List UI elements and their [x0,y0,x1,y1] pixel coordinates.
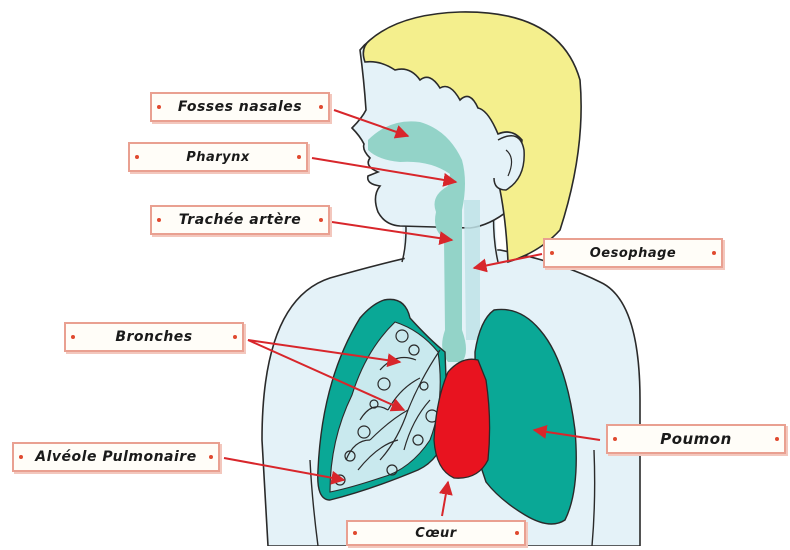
label-poumon: Poumon [606,424,786,454]
label-coeur: Cœur [346,520,526,546]
label-fosses-nasales: Fosses nasales [150,92,330,122]
esophagus [464,200,480,340]
label-trachee: Trachée artère [150,205,330,235]
label-alveole: Alvéole Pulmonaire [12,442,220,472]
label-pharynx: Pharynx [128,142,308,172]
label-oesophage: Oesophage [543,238,723,268]
label-bronches: Bronches [64,322,244,352]
